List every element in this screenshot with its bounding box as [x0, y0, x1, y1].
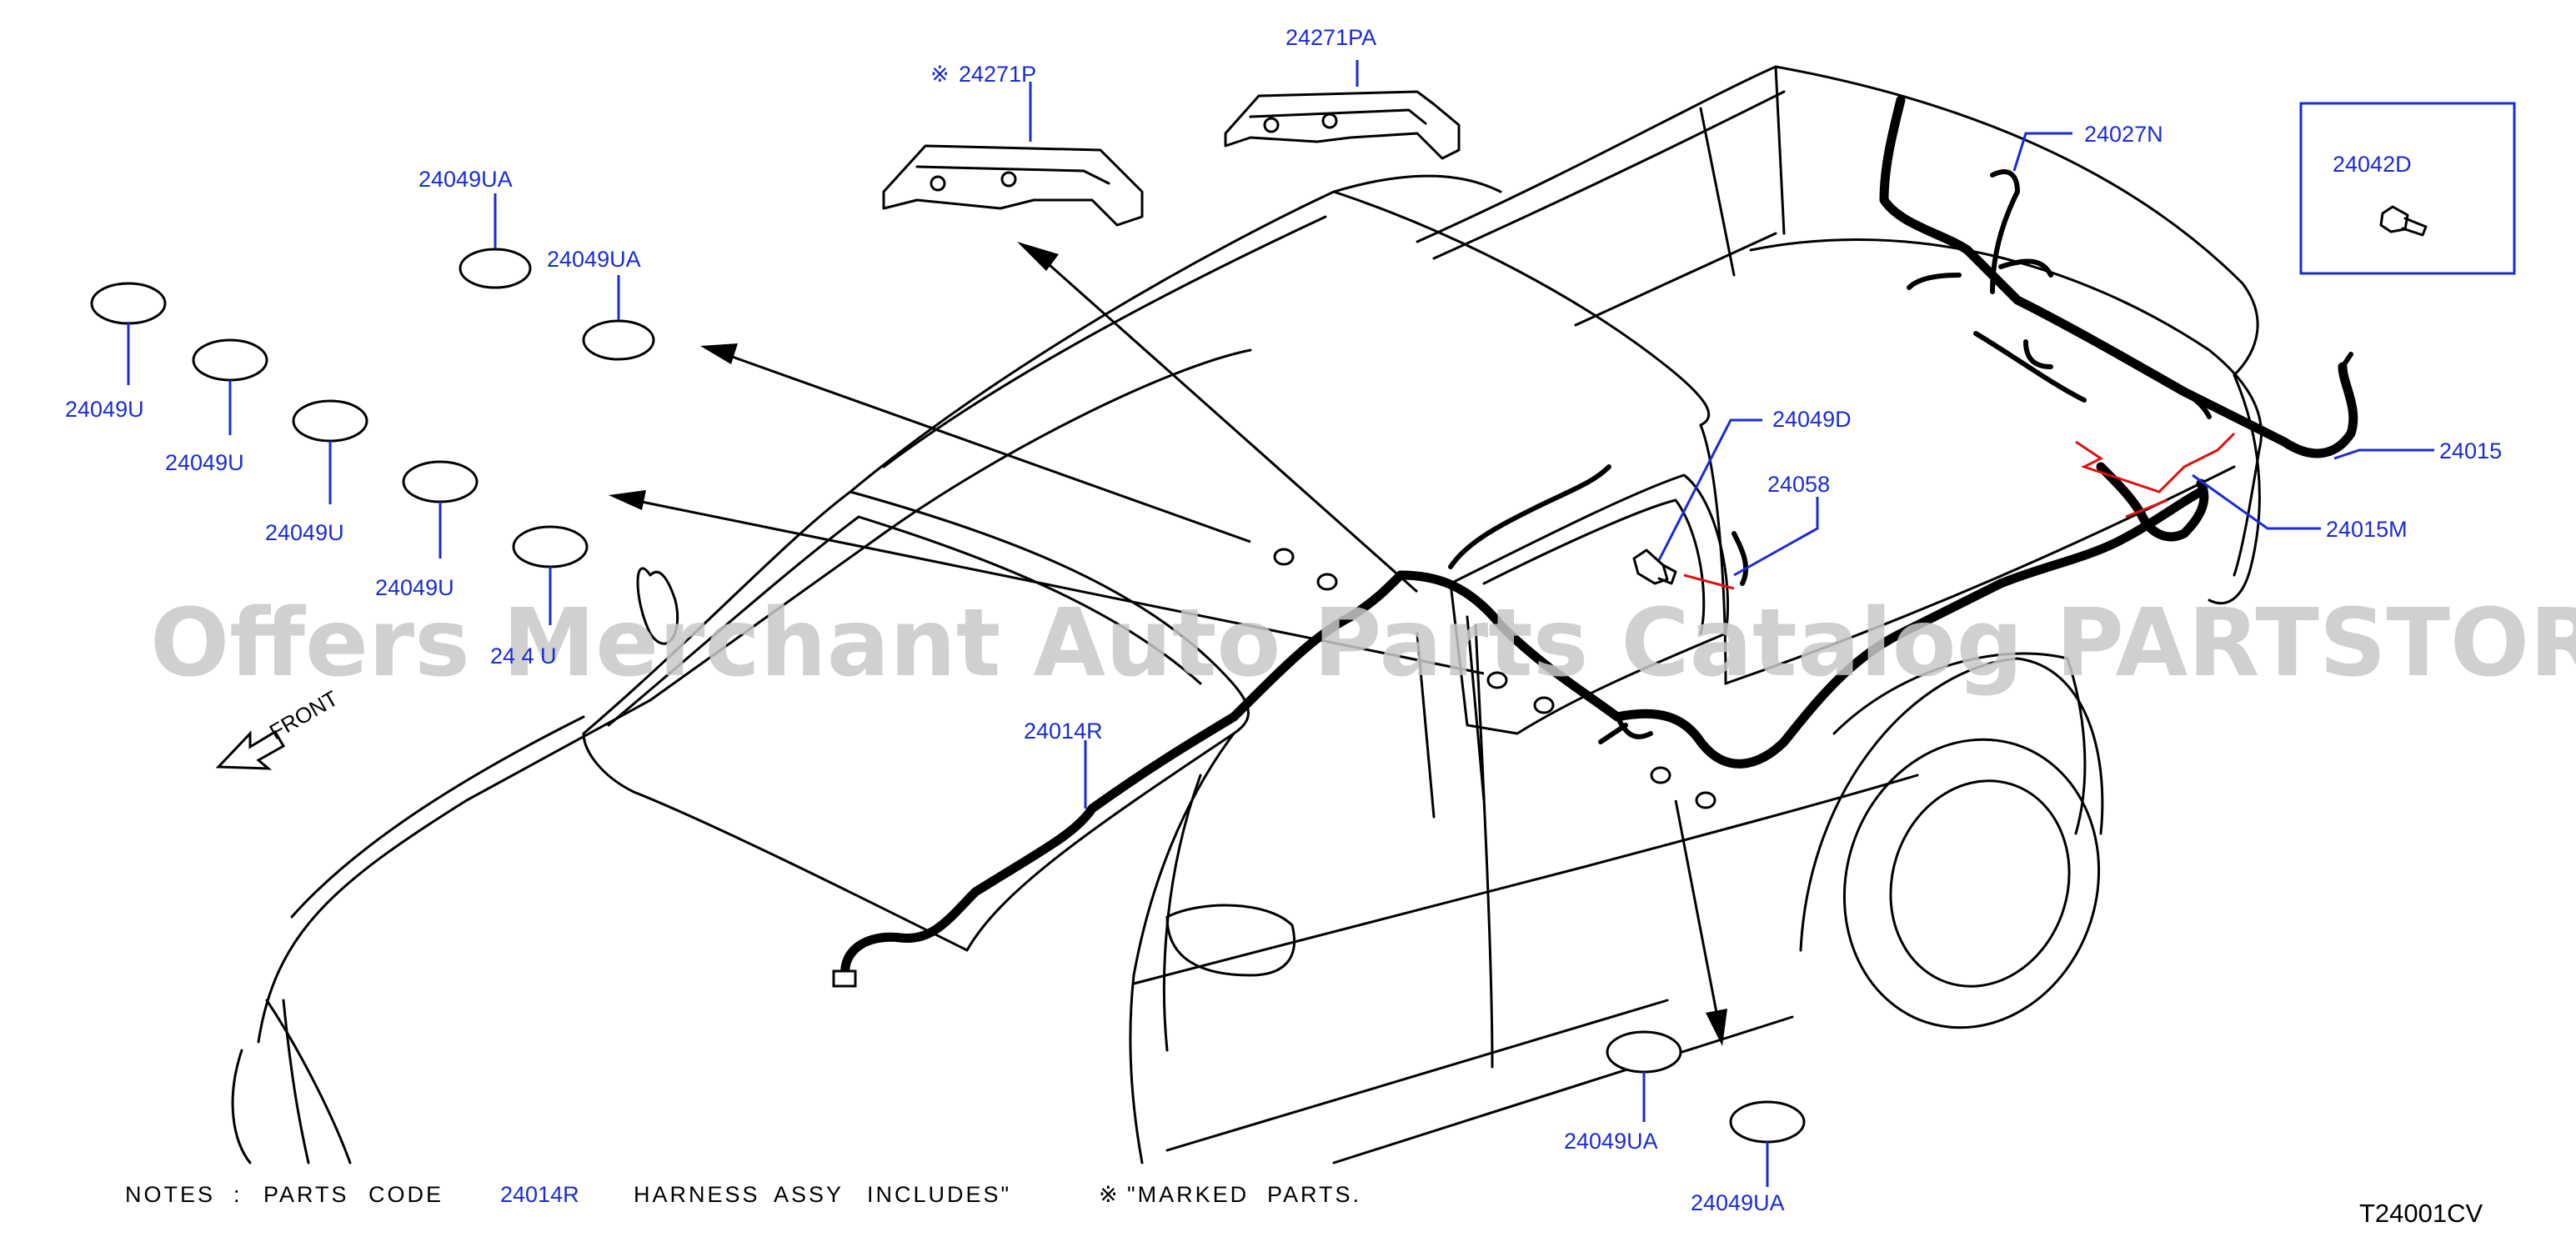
- label-24049U-4: 24049U: [375, 575, 454, 600]
- grommet-24049UA-3: [1606, 1030, 1682, 1074]
- notes-mark: ※: [1099, 1182, 1120, 1207]
- harness-24014R: [832, 464, 2206, 988]
- grommet-24049U-5: [512, 525, 589, 568]
- grommet-24049UA-4: [1729, 1100, 1806, 1144]
- leader-lines: [127, 60, 2516, 1187]
- label-24027N: 24027N: [2084, 122, 2163, 147]
- front-arrow: FRONT: [215, 685, 343, 770]
- notes-part-24014R: 24014R: [500, 1182, 579, 1207]
- notes-word-parts: PARTS: [263, 1182, 349, 1207]
- grommet-24049UA-1: [459, 248, 532, 289]
- label-24049D: 24049D: [1772, 407, 1852, 432]
- label-24042D: 24042D: [2333, 152, 2412, 177]
- bolt-24042D: [2379, 205, 2428, 237]
- label-24049UA-2: 24049UA: [547, 247, 641, 272]
- grommet-24049U-4: [402, 460, 479, 503]
- harness-24015M: [2096, 462, 2209, 542]
- notes-word-harness: HARNESS: [634, 1182, 760, 1207]
- label-24015M: 24015M: [2326, 517, 2408, 542]
- label-24049U-1: 24049U: [65, 397, 144, 422]
- notes-label: NOTES: [125, 1182, 215, 1207]
- part-labels: ※ 24271P 24271PA 24049UA 24049UA 24049U …: [65, 25, 2502, 1215]
- notes-word-code: CODE: [368, 1182, 444, 1207]
- notes-colon: :: [233, 1182, 243, 1207]
- watermark: Offers Merchant Auto Parts Catalog PARTS…: [150, 589, 2576, 698]
- grommet-24049U-3: [292, 399, 368, 443]
- label-24049U-2: 24049U: [165, 450, 244, 475]
- diagram-code: T24001CV: [2359, 1199, 2483, 1228]
- inset-box-24042D: [2299, 102, 2516, 275]
- label-24049UA-1: 24049UA: [418, 167, 513, 192]
- label-24049U-partial: 24 4 U: [490, 644, 557, 669]
- notes-line: NOTES : PARTS CODE 24014R HARNESS ASSY I…: [125, 1182, 1361, 1207]
- red-dimension-marks: [1683, 432, 2236, 590]
- grommet-24049UA-2: [582, 319, 655, 361]
- label-24049UA-3: 24049UA: [1564, 1129, 1658, 1154]
- bracket-24271P: [882, 144, 1144, 227]
- harness-24015: [1879, 95, 2358, 458]
- vehicle-body-outline: [231, 65, 2263, 1164]
- notes-word-assy: ASSY: [774, 1182, 844, 1207]
- grommet-24049U-2: [192, 338, 268, 382]
- grommet-24049U-1: [90, 282, 167, 325]
- label-24271P: 24271P: [959, 62, 1036, 87]
- notes-word-marked: "MARKED: [1127, 1182, 1249, 1207]
- label-24015: 24015: [2439, 438, 2502, 463]
- bolt-24049D: [1632, 548, 1677, 585]
- notes-word-parts2: PARTS.: [1267, 1182, 1361, 1207]
- pointer-arrows: [609, 242, 1727, 1046]
- label-24014R: 24014R: [1024, 719, 1103, 744]
- label-24049UA-4: 24049UA: [1691, 1190, 1785, 1215]
- label-24058: 24058: [1767, 472, 1830, 497]
- label-24271PA: 24271PA: [1285, 25, 1376, 50]
- label-24049U-3: 24049U: [265, 520, 344, 545]
- mark-24271P: ※: [930, 62, 950, 87]
- bracket-24271PA: [1224, 90, 1461, 160]
- notes-word-includes: INCLUDES": [867, 1182, 1011, 1207]
